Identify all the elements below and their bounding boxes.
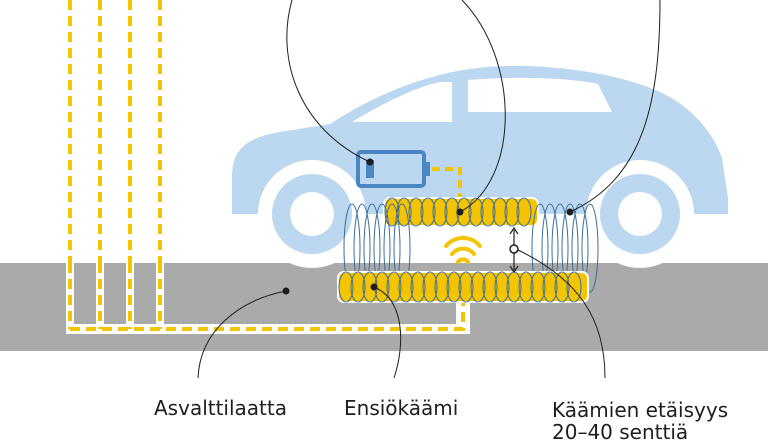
rear-wheel [258, 160, 366, 268]
wireless-charging-diagram [0, 0, 768, 379]
label-coil-distance: Käämien etäisyys [552, 398, 729, 422]
leader-lines [197, 0, 661, 379]
front-wheel [586, 160, 694, 268]
label-coil-distance-value: 20–40 senttiä [552, 420, 689, 444]
distance-marker [509, 244, 519, 254]
label-primary-coil: Ensiökäämi [344, 396, 459, 420]
wireless-signal-icon [444, 235, 482, 264]
leader-dots [282, 158, 574, 295]
car-wire [432, 167, 462, 198]
secondary-coil-windings [384, 197, 532, 227]
battery-icon [356, 150, 430, 188]
buried-wire [68, 263, 465, 331]
label-asphalt: Asvalttilaatta [154, 396, 287, 420]
car-windows [352, 77, 612, 122]
